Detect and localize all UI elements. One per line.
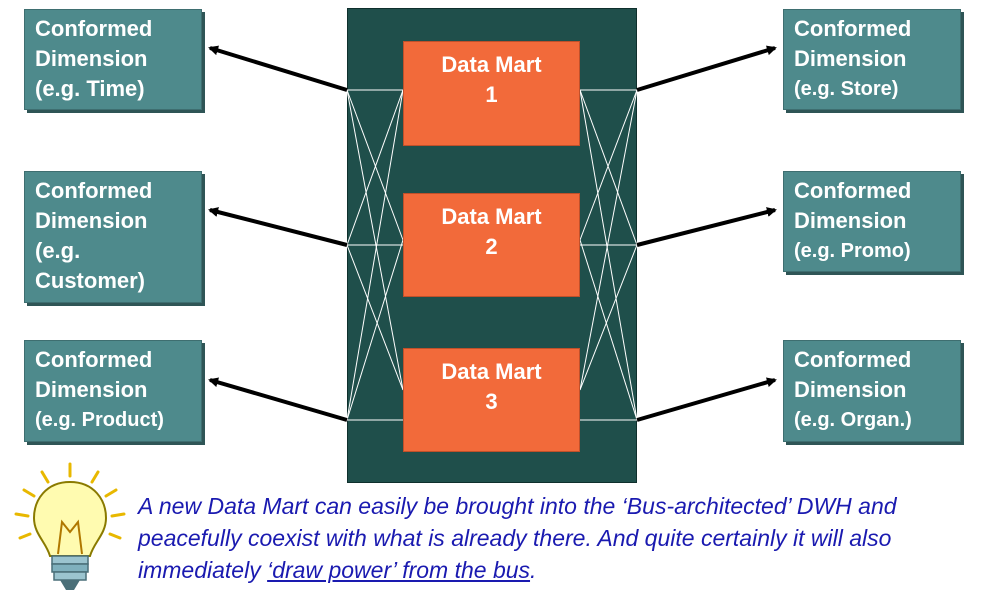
- dimension-box-time: Conformed Dimension (e.g. Time): [24, 9, 202, 110]
- note-text: A new Data Mart can easily be brought in…: [138, 490, 968, 586]
- dimension-subtitle: Dimension: [35, 46, 148, 71]
- note-end: .: [530, 557, 537, 583]
- dimension-subtitle: Dimension: [794, 377, 907, 402]
- data-mart-number: 1: [485, 82, 498, 107]
- dimension-subtitle: Dimension: [35, 208, 148, 233]
- data-mart-3: Data Mart 3: [403, 348, 580, 452]
- data-mart-title: Data Mart: [441, 359, 542, 384]
- data-mart-number: 2: [485, 234, 498, 259]
- dimension-title: Conformed: [794, 16, 912, 41]
- data-mart-title: Data Mart: [441, 52, 542, 77]
- dimension-example: (e.g. Time): [35, 76, 145, 101]
- arrow-to-promo: [636, 207, 777, 247]
- note-main: A new Data Mart can easily be brought in…: [138, 493, 897, 583]
- dimension-title: Conformed: [35, 16, 153, 41]
- dimension-example: (e.g. Product): [35, 409, 164, 431]
- dimension-title: Conformed: [35, 178, 153, 203]
- dimension-subtitle: Dimension: [794, 208, 907, 233]
- dimension-example: (e.g.: [35, 238, 81, 263]
- dimension-box-product: Conformed Dimension (e.g. Product): [24, 340, 202, 442]
- data-mart-number: 3: [485, 389, 498, 414]
- arrow-to-store: [636, 45, 777, 92]
- dimension-title: Conformed: [794, 347, 912, 372]
- dimension-box-store: Conformed Dimension (e.g. Store): [783, 9, 961, 110]
- data-mart-2: Data Mart 2: [403, 193, 580, 297]
- data-mart-title: Data Mart: [441, 204, 542, 229]
- arrow-to-product: [208, 377, 348, 422]
- note-emphasis: ‘draw power’ from the bus: [267, 557, 531, 583]
- dimension-example: (e.g. Promo): [794, 240, 911, 262]
- dimension-example-cont: Customer): [35, 268, 146, 293]
- arrow-to-organ: [636, 377, 777, 422]
- dimension-box-promo: Conformed Dimension (e.g. Promo): [783, 171, 961, 272]
- dimension-example: (e.g. Store): [794, 78, 899, 100]
- dimension-example: (e.g. Organ.): [794, 409, 912, 431]
- lightbulb-icon: [8, 460, 128, 600]
- dimension-box-organ: Conformed Dimension (e.g. Organ.): [783, 340, 961, 442]
- dimension-subtitle: Dimension: [794, 46, 907, 71]
- dimension-title: Conformed: [794, 178, 912, 203]
- dimension-title: Conformed: [35, 347, 153, 372]
- dimension-box-customer: Conformed Dimension (e.g. Customer): [24, 171, 202, 303]
- data-mart-1: Data Mart 1: [403, 41, 580, 146]
- arrow-to-time: [208, 45, 348, 92]
- dimension-subtitle: Dimension: [35, 377, 148, 402]
- arrow-to-customer: [208, 207, 348, 247]
